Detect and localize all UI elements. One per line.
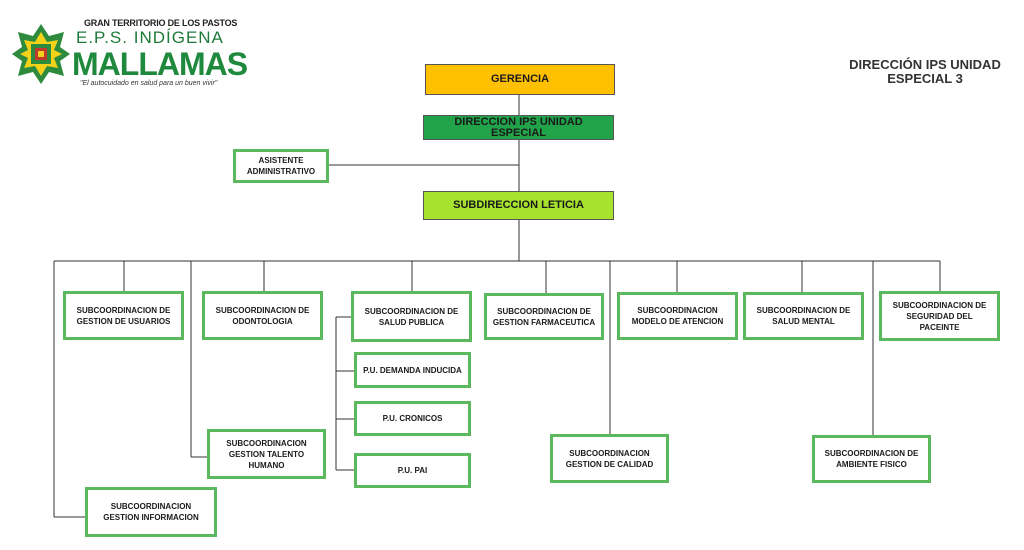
page-title-line2: ESPECIAL 3 [887,71,963,86]
node-gestion-farmaceutica: SUBCOORDINACION DE GESTION FARMACEUTICA [484,293,604,340]
node-direccion-ips: DIRECCION IPS UNIDAD ESPECIAL [423,115,614,140]
node-seguridad-paciente: SUBCOORDINACION DE SEGURIDAD DEL PACEINT… [879,291,1000,341]
node-salud-publica: SUBCOORDINACION DE SALUD PUBLICA [351,291,472,342]
node-pu-cronicos: P.U. CRONICOS [354,401,471,436]
page-title-line1: DIRECCIÓN IPS UNIDAD [849,57,1001,72]
node-salud-mental: SUBCOORDINACION DE SALUD MENTAL [743,292,864,340]
logo-territory-text: GRAN TERRITORIO DE LOS PASTOS [84,18,238,28]
node-asistente-administrativo: ASISTENTE ADMINISTRATIVO [233,149,329,183]
node-gerencia: GERENCIA [425,64,615,95]
logo-eps-text: E.P.S. INDÍGENA [76,28,224,47]
mallamas-emblem-icon [12,24,70,84]
node-modelo-atencion: SUBCOORDINACION MODELO DE ATENCION [617,292,738,340]
node-subdireccion-leticia: SUBDIRECCION LETICIA [423,191,614,220]
node-gestion-talento-humano: SUBCOORDINACION GESTION TALENTO HUMANO [207,429,326,479]
logo-brand-text: MALLAMAS [72,46,248,82]
node-gestion-calidad: SUBCOORDINACION GESTION DE CALIDAD [550,434,669,483]
logo-slogan-text: "El autocuidado en salud para un buen vi… [80,80,218,87]
node-gestion-informacion: SUBCOORDINACION GESTION INFORMACION [85,487,217,537]
node-gestion-usuarios: SUBCOORDINACION DE GESTION DE USUARIOS [63,291,184,340]
page-title: DIRECCIÓN IPS UNIDAD ESPECIAL 3 [830,58,1020,86]
node-odontologia: SUBCOORDINACION DE ODONTOLOGIA [202,291,323,340]
mallamas-logo: GRAN TERRITORIO DE LOS PASTOS E.P.S. IND… [12,18,248,98]
node-pu-pai: P.U. PAI [354,453,471,488]
node-ambiente-fisico: SUBCOORDINACION DE AMBIENTE FISICO [812,435,931,483]
node-pu-demanda-inducida: P.U. DEMANDA INDUCIDA [354,352,471,388]
